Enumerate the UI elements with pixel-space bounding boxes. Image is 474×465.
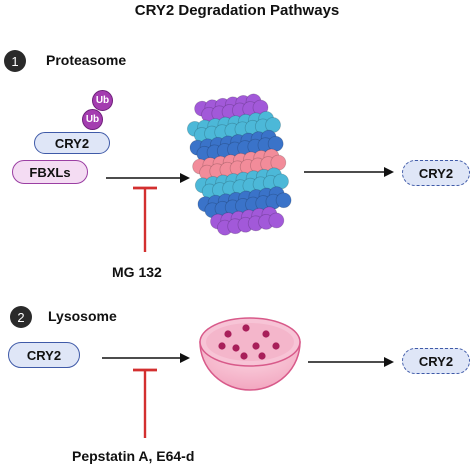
lysosome-granule [272,342,280,350]
lysosome-granule [258,352,266,360]
lysosome-granule [224,330,232,338]
pathway-2-label: Lysosome [48,308,117,324]
lysosome-granule [242,324,250,332]
ubiquitin-tag-1: Ub [92,90,113,111]
cry2-degraded-product-1: CRY2 [402,160,470,186]
proteasome-bead [275,192,292,209]
diagram-title: CRY2 Degradation Pathways [134,2,340,19]
cry2-protein-2: CRY2 [8,342,80,368]
inhibitor-mg132: MG 132 [112,264,162,280]
lysosome-granule [218,342,226,350]
lysosome-granule [262,330,270,338]
inhibitor-pepstatin-e64d: Pepstatin A, E64-d [72,448,195,464]
proteasome-icon [186,93,292,236]
step-number-2: 2 [10,306,32,328]
inhibition-bar-2 [133,368,157,438]
fbxls-ligase: FBXLs [12,160,88,184]
cry2-degraded-product-2: CRY2 [402,348,470,374]
lysosome-granule [232,344,240,352]
ubiquitin-tag-2: Ub [82,109,103,130]
pathway-1-label: Proteasome [46,52,127,68]
proteasome-bead [268,212,285,229]
step-number-1: 1 [4,50,26,72]
lysosome-granule [240,352,248,360]
lysosome-icon [199,317,301,391]
lysosome-granule [252,342,260,350]
inhibition-bar-1 [133,186,157,252]
cry2-protein-1: CRY2 [34,132,110,154]
